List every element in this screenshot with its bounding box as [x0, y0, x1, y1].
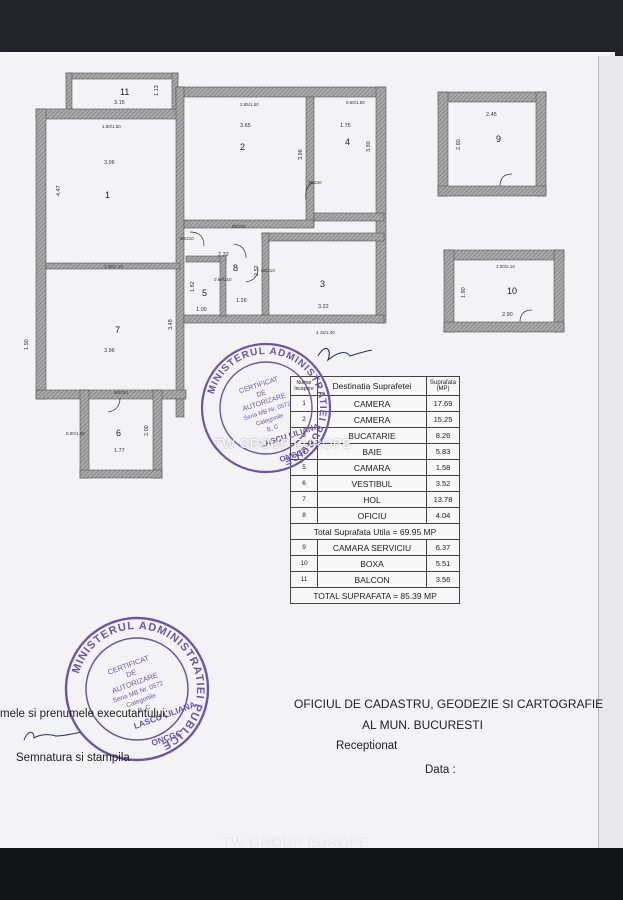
stamp-text: B, C [137, 704, 152, 715]
dimension-label: 2.52 [254, 265, 260, 276]
room-number: 5 [202, 288, 207, 298]
room-numbers: 11 1 2 3 4 5 6 7 8 9 10 [105, 87, 517, 438]
right-edge-strip [598, 56, 623, 848]
window-label: 0.50/1.50 [66, 431, 85, 436]
door-label: 0.60/210 [214, 277, 232, 282]
dimension-label: 2.90 [502, 312, 513, 318]
room-number: 7 [115, 325, 120, 335]
signature [23, 731, 83, 741]
dimension-label: 3.15 [114, 100, 125, 106]
photo-background-bottom [0, 848, 623, 900]
window-label: 2.85/1.50 [240, 102, 259, 107]
dimension-label: 1.26 [236, 298, 247, 304]
executant-name-label: mele si prenumele executantului: [0, 708, 169, 720]
window-label: 1.35/2.10 [104, 264, 123, 269]
dimension-label: 2.00 [144, 425, 150, 436]
total-useful-row: Total Suprafata Utila = 69.95 MP [290, 523, 460, 540]
door-label: 80/210 [180, 236, 194, 241]
room-number: 8 [233, 263, 238, 273]
signature-label: Semnatura si stampila [16, 752, 130, 764]
date-label: Data : [425, 764, 456, 776]
dimension-label: 1.77 [114, 448, 125, 454]
opening-labels: 80/210 90/210 60/210 75/210 0.60/210 90/… [66, 100, 515, 436]
walls [35, 72, 565, 479]
area-table: Numar Incapere Destinatia Suprafetei Sup… [290, 376, 460, 604]
room-number: 2 [240, 142, 245, 152]
received-label: Receptionat [336, 740, 398, 752]
table-header: Numar Incapere Destinatia Suprafetei Sup… [290, 376, 460, 396]
room-number: 9 [496, 134, 501, 144]
dimension-label: 1.00 [196, 307, 207, 313]
door-arcs [107, 173, 533, 413]
dimension-label: 2.60 [456, 139, 462, 150]
dimension-labels: 3.15 1.13 3.65 1.75 3.96 3.96 4.47 2.32 … [24, 85, 513, 454]
dimension-label: 2.32 [218, 252, 229, 258]
header-area: Suprafata (MP) [426, 376, 460, 396]
stamp-seal: MINISTERUL ADMINISTRATIEI PUBLICE CERTIF… [200, 342, 332, 474]
stamp-seal: MINISTERUL ADMINISTRATIEI PUBLICE CERTIF… [64, 616, 210, 762]
stamp-text: DE [125, 667, 138, 679]
door-label: 90/210 [114, 390, 128, 395]
total-area-row: TOTAL SUPRAFATA = 85.39 MP [290, 587, 460, 604]
dimension-label: 3.96 [104, 160, 115, 166]
dimension-label: 1.75 [340, 123, 351, 129]
dimension-label: 1.82 [190, 281, 196, 292]
dimension-label: 3.90 [366, 141, 372, 152]
dimension-label: 3.48 [168, 319, 174, 330]
watermark: TW GROUP EUROPE [222, 834, 370, 850]
dimension-label: 1.90 [461, 287, 467, 298]
dimension-label: 1.13 [154, 85, 160, 96]
window-label: 1.50/1.50 [102, 124, 121, 129]
room-number: 6 [116, 428, 121, 438]
stamp-text: DE [256, 389, 268, 399]
door-label: 75/210 [308, 180, 322, 185]
door-label: 90/210 [232, 224, 246, 229]
room-number: 1 [105, 190, 110, 200]
window-label: 1.00/2.10 [496, 264, 515, 269]
dimension-label: 3.65 [240, 123, 251, 129]
room-number: 3 [320, 279, 325, 289]
dimension-label: 4.47 [56, 185, 62, 196]
office-title-line1: OFICIUL DE CADASTRU, GEODEZIE SI CARTOGR… [294, 697, 604, 711]
room-number: 11 [120, 87, 129, 97]
door-label: 60/210 [261, 268, 275, 273]
room-number: 4 [345, 137, 350, 147]
stamp-text: B, C [266, 424, 280, 434]
room-number: 10 [507, 286, 517, 296]
dimension-label: 3.96 [104, 348, 115, 354]
dimension-label: 1.50 [24, 339, 30, 350]
dimension-label: 2.45 [486, 112, 497, 118]
dimension-label: 3.22 [318, 304, 329, 310]
office-title-line2: AL MUN. BUCURESTI [362, 718, 483, 732]
watermark: TW GROUP EUROPE [214, 436, 352, 451]
window-label: 4.15/1.40 [316, 330, 335, 335]
signature [317, 347, 373, 362]
window-label: 0.60/1.50 [346, 100, 365, 105]
photo-background-top [0, 0, 623, 55]
dimension-label: 3.96 [298, 149, 304, 160]
